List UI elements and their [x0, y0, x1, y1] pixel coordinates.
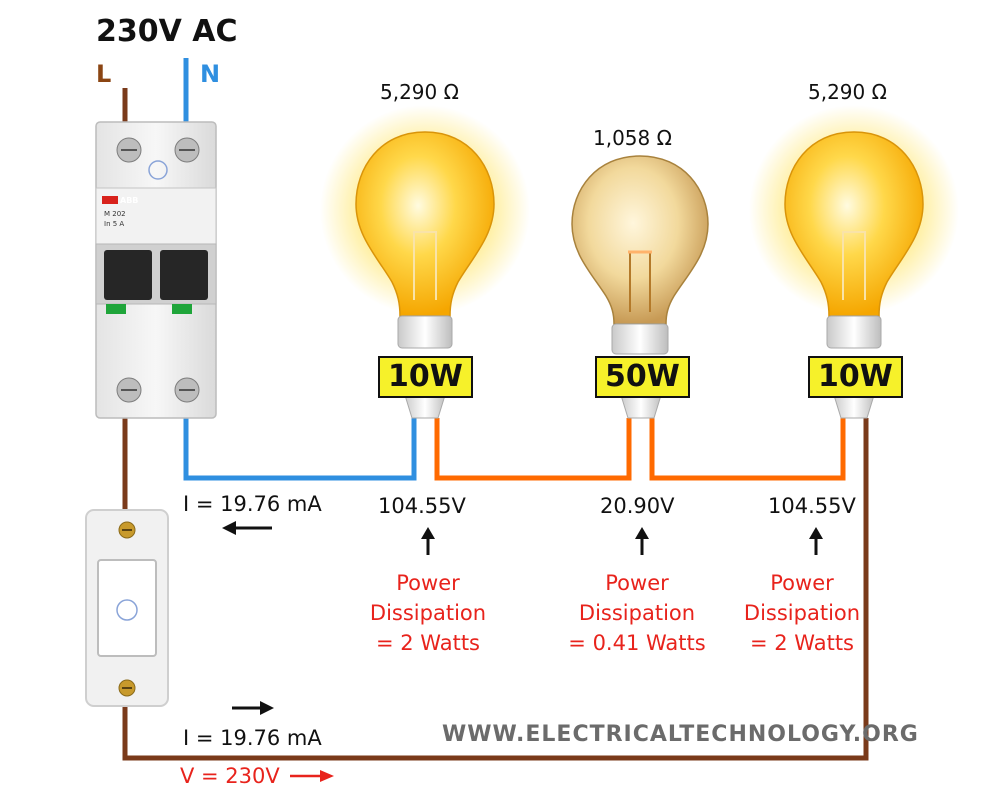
voltage-arrow-1 — [421, 527, 435, 555]
wire-series — [434, 418, 846, 481]
circuit-breaker: ABB M 202 In 5 A — [95, 121, 217, 419]
wire-live — [122, 88, 869, 761]
current-arrow-top — [222, 521, 272, 535]
lamp-3-power-line-1: Power — [770, 571, 834, 595]
current-bottom: I = 19.76 mA — [183, 726, 322, 750]
lamp-2-voltage: 20.90V — [600, 494, 675, 518]
wall-switch — [85, 509, 169, 707]
wire-neutral — [183, 58, 417, 481]
lamp-1-power-line-1: Power — [396, 571, 460, 595]
lamp-2 — [571, 155, 709, 419]
lamp-2-power-line-3: = 0.41 Watts — [568, 631, 706, 655]
current-top: I = 19.76 mA — [183, 492, 322, 516]
lamp-2-power: Power Dissipation = 0.41 Watts — [557, 568, 717, 658]
lamp-3-power-line-3: = 2 Watts — [749, 631, 854, 655]
lamp-2-power-line-2: Dissipation — [578, 601, 696, 625]
lamp-3 — [749, 105, 959, 419]
lamp-3-wattage: 10W — [808, 356, 903, 398]
lamp-2-wattage: 50W — [595, 356, 690, 398]
breaker-brand: ABB — [120, 196, 138, 205]
lamp-1-power-line-3: = 2 Watts — [375, 631, 480, 655]
voltage-arrow-3 — [809, 527, 823, 555]
lamp-1-power: Power Dissipation = 2 Watts — [348, 568, 508, 658]
lamp-2-power-line-1: Power — [605, 571, 669, 595]
lamp-1-voltage: 104.55V — [378, 494, 466, 518]
lamp-2-resistance: 1,058 Ω — [593, 126, 672, 150]
lamp-3-power: Power Dissipation = 2 Watts — [722, 568, 882, 658]
lamp-1-wattage: 10W — [378, 356, 473, 398]
lamp-1 — [320, 105, 530, 419]
lamp-1-resistance: 5,290 Ω — [380, 80, 459, 104]
lamp-1-power-line-2: Dissipation — [369, 601, 487, 625]
lamp-3-voltage: 104.55V — [768, 494, 856, 518]
watermark: WWW.ELECTRICALTECHNOLOGY.ORG — [442, 722, 919, 747]
source-voltage: V = 230V — [180, 764, 280, 788]
lamp-3-resistance: 5,290 Ω — [808, 80, 887, 104]
lamp-3-power-line-2: Dissipation — [743, 601, 861, 625]
current-arrow-bottom — [232, 701, 274, 715]
supply-title: 230V AC — [96, 14, 238, 49]
breaker-model: M 202 — [104, 210, 126, 218]
breaker-rating: In 5 A — [104, 220, 124, 228]
neutral-label: N — [200, 60, 221, 88]
live-label: L — [96, 60, 112, 88]
source-voltage-arrow — [290, 770, 334, 782]
voltage-arrow-2 — [635, 527, 649, 555]
